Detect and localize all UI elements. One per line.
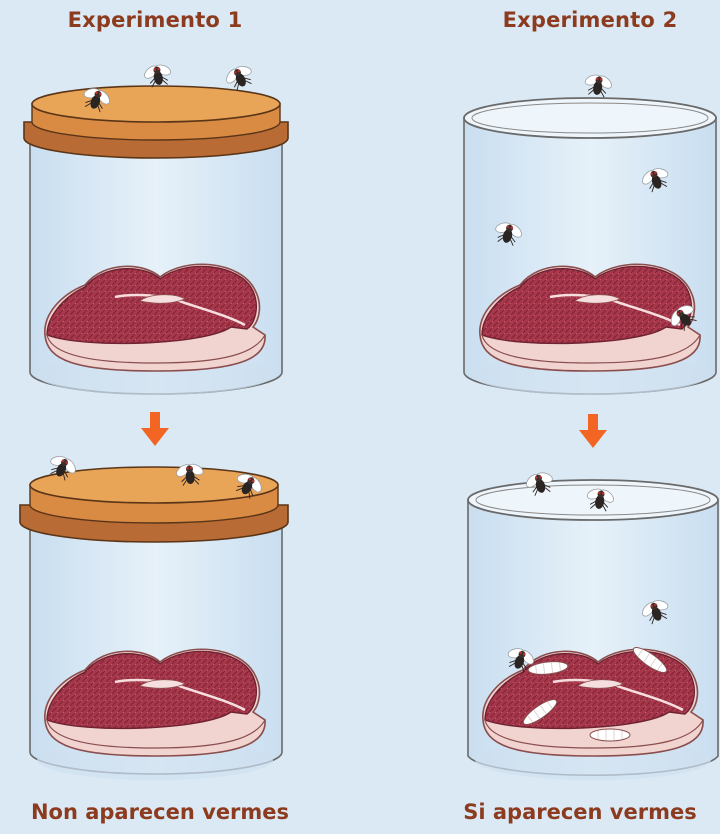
- fly-icon: [141, 61, 175, 89]
- experiment-1-result: Non aparecen vermes: [0, 800, 320, 824]
- arrow-down-icon: [141, 412, 169, 446]
- experiment-2-result: Si aparecen vermes: [420, 800, 720, 824]
- maggot-icon: [590, 729, 630, 741]
- arrow-down-icon: [579, 414, 607, 448]
- fly-icon: [581, 71, 615, 99]
- lid-icon: [24, 86, 288, 158]
